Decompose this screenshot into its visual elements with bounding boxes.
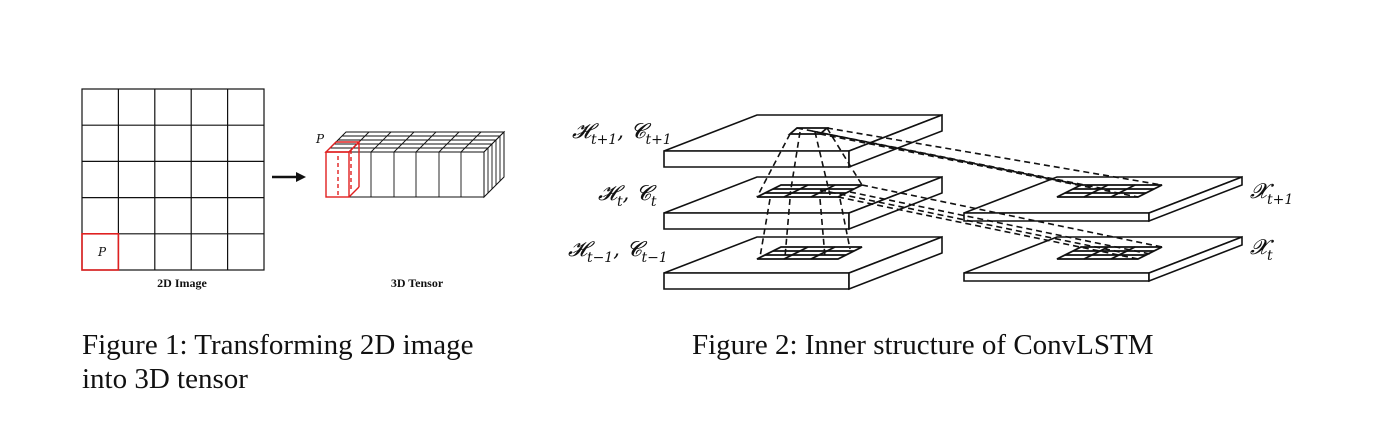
input-label-bottom: 𝓧t [1250,235,1275,264]
kernel-patches [756,127,1163,260]
state-plate-mid [663,175,943,231]
connection-lines [756,127,1163,260]
figure2-diagram: 𝓗t+1, 𝓒t+1 𝓗t, 𝓒t 𝓗t−1, 𝓒t−1 𝓧t+1 𝓧t [568,113,1293,291]
figure2-caption: Figure 2: Inner structure of ConvLSTM [692,329,1154,361]
figure1-caption: Figure 1: Transforming 2D image into 3D … [82,329,474,395]
state-label-top: 𝓗t+1, 𝓒t+1 [572,119,672,148]
input-plate-top [963,175,1243,223]
state-label-mid: 𝓗t, 𝓒t [598,181,657,210]
transform-arrow [272,172,306,182]
input-label-top: 𝓧t+1 [1250,179,1293,208]
tensor-highlighted-column [324,141,361,198]
state-label-bottom: 𝓗t−1, 𝓒t−1 [568,237,668,266]
image-label: 2D Image [157,276,207,290]
state-plate-bottom [663,235,943,291]
figure1-diagram: P 2D Image [81,88,506,290]
tensor-block [324,130,506,199]
tensor-label: 3D Tensor [391,276,444,290]
image-grid [81,88,265,271]
state-plate-top [663,113,943,169]
pixel-label: P [97,245,107,259]
highlighted-pixel [81,233,120,271]
tensor-pixel-label: P [315,132,325,146]
